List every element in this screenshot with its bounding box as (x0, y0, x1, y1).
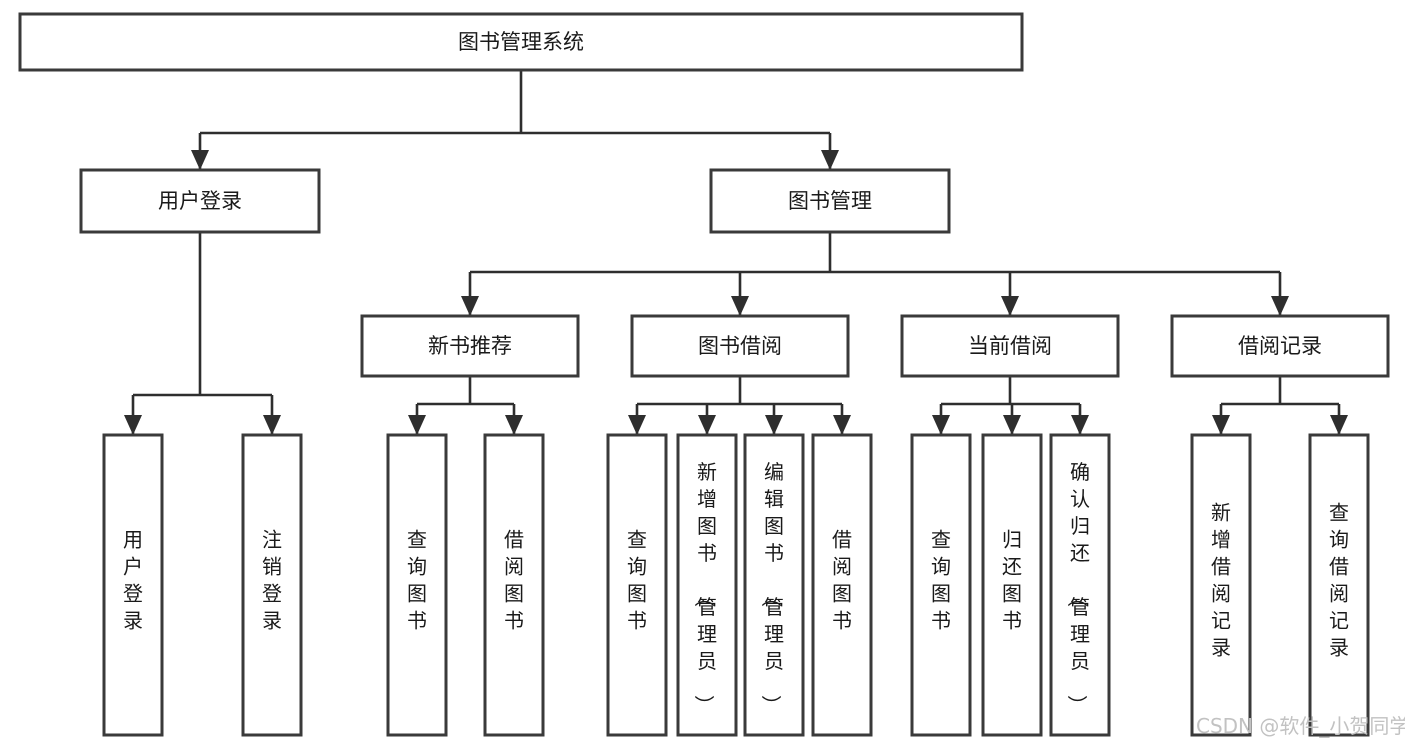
watermark-label: CSDN @软件_小贺同学 (1196, 714, 1405, 738)
level4-node-leaf-edit-book[interactable]: 编辑图书（管理员） (743, 433, 805, 737)
arrow-head-icon (1001, 296, 1019, 316)
node-box (630, 314, 850, 378)
node-label: 注销登录 (262, 528, 282, 633)
node-label: 查询图书 (931, 528, 951, 633)
level4-node-leaf-query-book-1[interactable]: 查询图书 (386, 433, 448, 737)
level4-node-leaf-return-book[interactable]: 归还图书 (981, 433, 1043, 737)
level4-node-leaf-add-record[interactable]: 新增借阅记录 (1190, 433, 1252, 737)
node-label: 归还图书 (1002, 528, 1022, 633)
level4-node-leaf-borrow-book-1[interactable]: 借阅图书 (483, 433, 545, 737)
node-label: 图书管理 (788, 189, 872, 213)
level4-node-leaf-borrow-book-2[interactable]: 借阅图书 (811, 433, 873, 737)
node-box (981, 433, 1043, 737)
arrow-head-icon (765, 415, 783, 435)
node-box (1190, 433, 1252, 737)
node-box (676, 433, 738, 737)
arrow-head-icon (191, 150, 209, 170)
node-label: 确认归还（管理员） (1065, 460, 1090, 715)
level4-node-leaf-query-record[interactable]: 查询借阅记录 (1308, 433, 1370, 737)
node-box (241, 433, 303, 737)
level2-node-book-management[interactable]: 图书管理 (709, 168, 951, 234)
node-label: 借阅图书 (832, 528, 852, 633)
level4-node-leaf-query-book-2[interactable]: 查询图书 (606, 433, 668, 737)
arrow-head-icon (124, 415, 142, 435)
node-label: 查询图书 (627, 528, 647, 633)
node-box (910, 433, 972, 737)
arrow-head-icon (1330, 415, 1348, 435)
node-box (360, 314, 580, 378)
arrow-head-icon (628, 415, 646, 435)
node-label: 编辑图书（管理员） (759, 460, 784, 715)
arrow-head-icon (833, 415, 851, 435)
node-label: 图书借阅 (698, 334, 782, 358)
node-label: 查询借阅记录 (1329, 501, 1349, 660)
arrow-head-icon (408, 415, 426, 435)
arrow-head-icon (1271, 296, 1289, 316)
node-label: 当前借阅 (968, 334, 1052, 358)
arrow-head-icon (1212, 415, 1230, 435)
level2-node-user-login[interactable]: 用户登录 (79, 168, 321, 234)
node-box (483, 433, 545, 737)
node-box (743, 433, 805, 737)
level4-node-leaf-query-book-3[interactable]: 查询图书 (910, 433, 972, 737)
root-node-root[interactable]: 图书管理系统 (18, 12, 1024, 72)
node-box (79, 168, 321, 234)
level4-node-leaf-add-book[interactable]: 新增图书（管理员） (676, 433, 738, 737)
node-label: 借阅图书 (504, 528, 524, 633)
node-box (1308, 433, 1370, 737)
edge-connectors (124, 70, 1348, 435)
level3-node-borrow-record[interactable]: 借阅记录 (1170, 314, 1390, 378)
level3-node-new-book-recommend[interactable]: 新书推荐 (360, 314, 580, 378)
node-box (900, 314, 1120, 378)
node-boxes: 图书管理系统用户登录图书管理新书推荐图书借阅当前借阅借阅记录用户登录注销登录查询… (18, 12, 1390, 737)
node-box (102, 433, 164, 737)
arrow-head-icon (1071, 415, 1089, 435)
node-label: 图书管理系统 (458, 30, 584, 54)
level3-node-current-borrow[interactable]: 当前借阅 (900, 314, 1120, 378)
node-label: 新书推荐 (428, 334, 512, 358)
node-box (18, 12, 1024, 72)
arrow-head-icon (461, 296, 479, 316)
node-box (1049, 433, 1111, 737)
node-label: 查询图书 (407, 528, 427, 633)
node-label: 用户登录 (158, 189, 242, 213)
node-label: 借阅记录 (1238, 334, 1322, 358)
arrow-head-icon (505, 415, 523, 435)
arrow-head-icon (821, 150, 839, 170)
arrow-head-icon (1003, 415, 1021, 435)
node-box (386, 433, 448, 737)
level3-node-book-borrow[interactable]: 图书借阅 (630, 314, 850, 378)
node-box (709, 168, 951, 234)
level4-node-leaf-user-login[interactable]: 用户登录 (102, 433, 164, 737)
arrow-head-icon (932, 415, 950, 435)
arrow-head-icon (731, 296, 749, 316)
level4-node-leaf-user-logout[interactable]: 注销登录 (241, 433, 303, 737)
node-box (811, 433, 873, 737)
node-box (1170, 314, 1390, 378)
node-label: 用户登录 (123, 528, 143, 633)
level4-node-leaf-confirm-return[interactable]: 确认归还（管理员） (1049, 433, 1111, 737)
node-box (606, 433, 668, 737)
node-label: 新增借阅记录 (1211, 501, 1231, 660)
arrow-head-icon (263, 415, 281, 435)
arrow-head-icon (698, 415, 716, 435)
node-label: 新增图书（管理员） (692, 460, 717, 715)
